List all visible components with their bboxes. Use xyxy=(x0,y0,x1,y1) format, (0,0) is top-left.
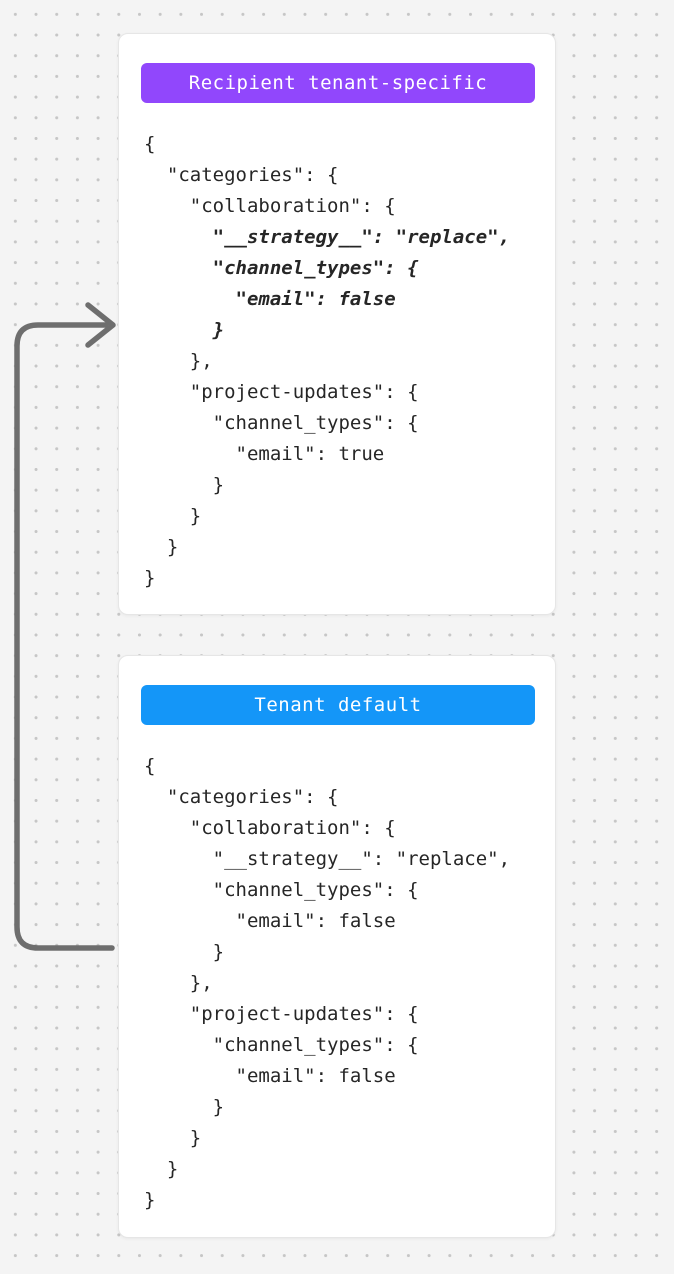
code-line: { xyxy=(144,133,156,155)
code-line: "categories": { xyxy=(144,786,339,808)
merge-flow-arrow-icon xyxy=(14,302,116,951)
code-line: "channel_types": { xyxy=(144,879,419,901)
code-line: "categories": { xyxy=(144,164,339,186)
code-line: } xyxy=(144,1127,202,1149)
tenant-default-badge: Tenant default xyxy=(141,685,535,725)
code-line-emphasized: "email": false xyxy=(144,288,396,310)
code-line: } xyxy=(144,1096,225,1118)
card-recipient-tenant-specific: Recipient tenant-specific { "categories"… xyxy=(118,33,556,615)
recipient-tenant-specific-badge: Recipient tenant-specific xyxy=(141,63,535,103)
code-line: "email": false xyxy=(144,910,396,932)
code-line: { xyxy=(144,755,156,777)
code-line: "email": true xyxy=(144,443,385,465)
code-line: } xyxy=(144,1189,156,1211)
code-line: } xyxy=(144,941,225,963)
json-code-block-recipient: { "categories": { "collaboration": { "__… xyxy=(141,129,535,594)
code-line-emphasized: "__strategy__": "replace", xyxy=(144,226,511,248)
code-line: } xyxy=(144,474,225,496)
code-line: } xyxy=(144,567,156,589)
card-tenant-default: Tenant default { "categories": { "collab… xyxy=(118,655,556,1238)
code-line: "project-updates": { xyxy=(144,1003,419,1025)
arrow-shaft xyxy=(14,322,115,951)
code-line: "channel_types": { xyxy=(144,412,419,434)
code-line: } xyxy=(144,536,179,558)
code-line: }, xyxy=(144,350,213,372)
code-line: }, xyxy=(144,972,213,994)
code-line: } xyxy=(144,505,202,527)
code-line: "project-updates": { xyxy=(144,381,419,403)
code-line-emphasized: "channel_types": { xyxy=(144,257,419,279)
arrow-head xyxy=(85,302,116,348)
code-line: "email": false xyxy=(144,1065,396,1087)
json-code-block-tenant-default: { "categories": { "collaboration": { "__… xyxy=(141,751,535,1216)
code-line: "collaboration": { xyxy=(144,817,396,839)
code-line: "collaboration": { xyxy=(144,195,396,217)
code-line: } xyxy=(144,1158,179,1180)
code-line: "channel_types": { xyxy=(144,1034,419,1056)
code-line-emphasized: } xyxy=(144,319,225,341)
code-line: "__strategy__": "replace", xyxy=(144,848,511,870)
